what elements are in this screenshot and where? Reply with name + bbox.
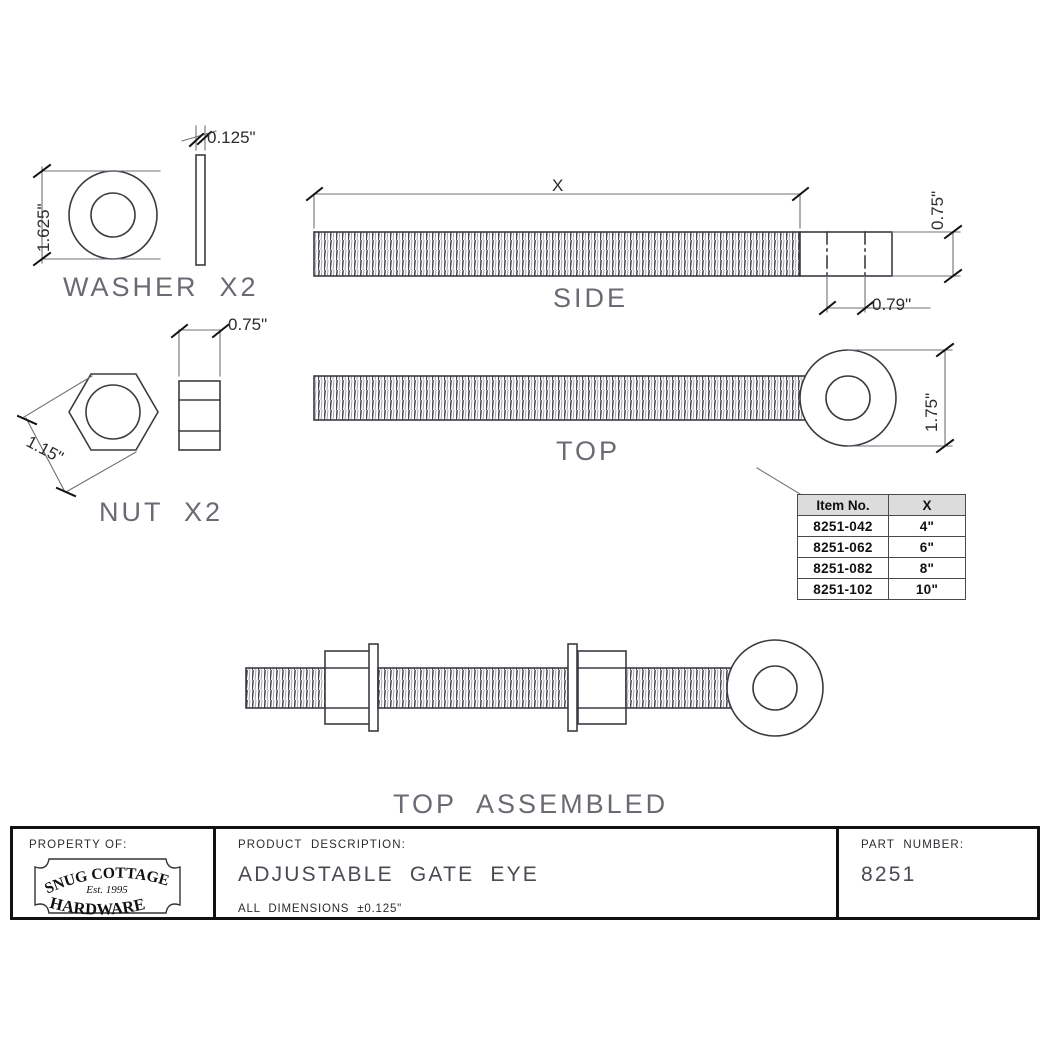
x-value-cell: 8": [888, 557, 966, 579]
nut-across-flats-dimension: [16, 375, 137, 498]
washer-thickness-dimension: [181, 125, 217, 151]
washer-diameter-label: 1.625": [34, 203, 53, 252]
eye-end-height-dimension: [891, 224, 963, 284]
eye-diameter-dimension: [847, 342, 955, 454]
top-view-label: TOP: [556, 436, 621, 466]
x-value-cell: 10": [888, 578, 966, 600]
part-number-caption: PART NUMBER:: [861, 839, 965, 851]
item-no-cell: 8251-062: [797, 536, 889, 558]
washer-edge-view: [195, 154, 206, 266]
shank-length-label: X: [552, 176, 564, 195]
table-header-item-no: Item No.: [797, 494, 889, 516]
snug-cottage-hardware-logo: SNUG COTTAGE Est. 1995 HARDWARE: [25, 855, 190, 917]
product-description-value: ADJUSTABLE GATE EYE: [238, 863, 539, 886]
eye-end-height-label: 0.75": [928, 190, 947, 230]
washer-face-view: [68, 170, 158, 260]
nut-height-dimension: [170, 323, 230, 377]
title-block-divider-1: [213, 829, 216, 917]
part-number-cell: PART NUMBER: 8251: [839, 829, 1037, 917]
side-view-label: SIDE: [553, 283, 629, 313]
title-block: PROPERTY OF: SNUG COTTAGE Est. 1995 HARD…: [10, 826, 1040, 920]
washer-view-label: WASHER X2: [63, 272, 259, 302]
washer-thickness-label: 0.125": [207, 128, 256, 147]
tolerance-note: ALL DIMENSIONS ±0.125": [238, 903, 403, 915]
property-of-caption: PROPERTY OF:: [29, 839, 128, 851]
table-header-row: Item No. X: [797, 494, 966, 516]
table-row: 8251-042 4": [797, 515, 966, 537]
property-of-cell: PROPERTY OF: SNUG COTTAGE Est. 1995 HARD…: [13, 829, 213, 917]
table-row: 8251-082 8": [797, 557, 966, 579]
nut-hex-view: [68, 373, 159, 451]
x-value-cell: 6": [888, 536, 966, 558]
item-no-cell: 8251-102: [797, 578, 889, 600]
part-number-value: 8251: [861, 863, 917, 886]
assembled-view: [245, 639, 824, 737]
eye-diameter-label: 1.75": [922, 392, 941, 432]
logo-line3: HARDWARE: [48, 893, 147, 917]
table-row: 8251-062 6": [797, 536, 966, 558]
washer-diameter-dimension: [32, 163, 161, 267]
logo-line2: Est. 1995: [85, 884, 128, 896]
side-view-bolt: [313, 231, 893, 277]
table-leader-line: [756, 467, 801, 495]
title-block-divider-2: [836, 829, 839, 917]
nut-height-label: 0.75": [228, 315, 268, 334]
eye-end-width-dimension: [818, 275, 931, 316]
nut-side-view: [178, 380, 221, 451]
table-row: 8251-102 10": [797, 578, 966, 600]
assembled-view-label: TOP ASSEMBLED: [393, 789, 669, 819]
product-description-cell: PRODUCT DESCRIPTION: ADJUSTABLE GATE EYE…: [216, 829, 836, 917]
item-no-cell: 8251-042: [797, 515, 889, 537]
spec-table: Item No. X 8251-042 4" 8251-062 6" 8251-…: [797, 494, 966, 600]
shank-length-dimension: [305, 186, 810, 229]
table-header-x: X: [888, 494, 966, 516]
x-value-cell: 4": [888, 515, 966, 537]
product-description-caption: PRODUCT DESCRIPTION:: [238, 839, 406, 851]
top-view-bolt: [313, 349, 897, 447]
item-no-cell: 8251-082: [797, 557, 889, 579]
nut-view-label: NUT X2: [99, 497, 224, 527]
eye-end-width-label: 0.79": [872, 295, 912, 314]
